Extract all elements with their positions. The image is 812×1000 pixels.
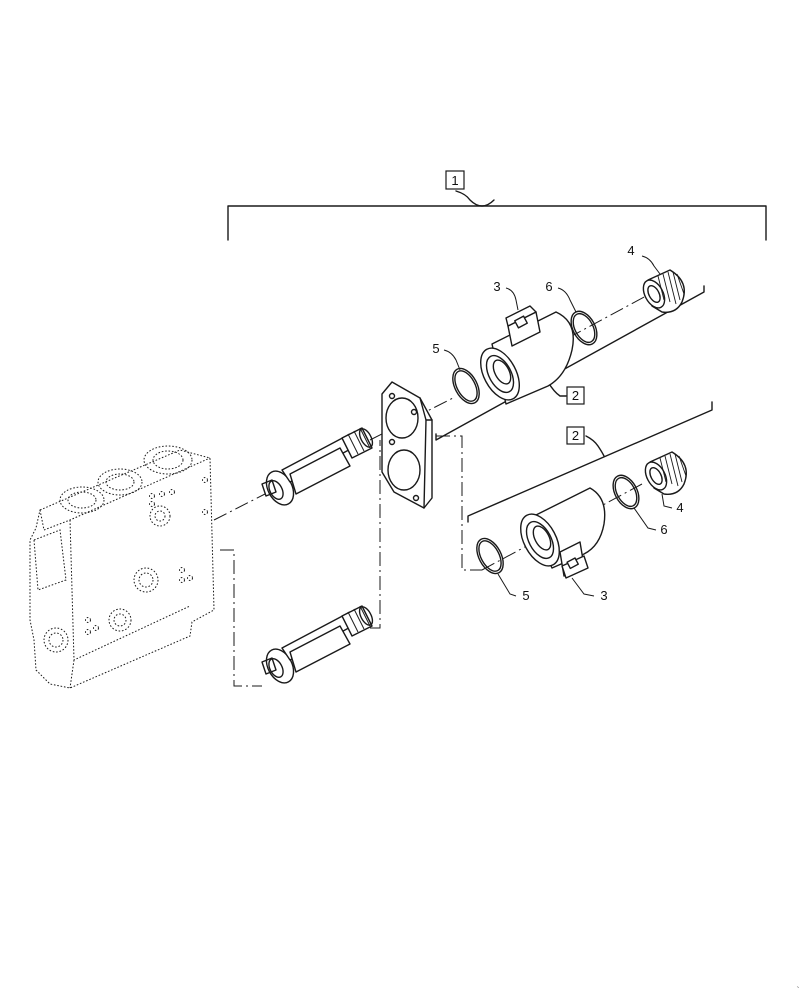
callout-2-lower-text: 2 — [572, 428, 579, 443]
leader-lines — [443, 255, 673, 597]
callout-1: 1 — [445, 170, 465, 190]
o-ring-5-upper — [452, 367, 480, 405]
valve-body-phantom — [29, 445, 215, 689]
o-ring-5-lower — [476, 537, 504, 575]
callout-6-upper: 6 — [545, 279, 552, 294]
assembly-bracket — [227, 190, 767, 241]
callout-4-upper: 4 — [627, 243, 634, 258]
callout-4-lower: 4 — [676, 500, 683, 515]
knurled-nut-lower — [644, 451, 687, 495]
callout-3-upper: 3 — [493, 279, 500, 294]
solenoid-coil-upper — [480, 305, 574, 405]
callout-2-upper-text: 2 — [572, 388, 579, 403]
callout-5-upper: 5 — [432, 341, 439, 356]
corner-mark: ` — [796, 985, 799, 997]
valve-stem-upper — [261, 427, 374, 506]
callout-labels: 4 3 6 5 4 6 5 3 — [432, 243, 683, 603]
callout-3-lower: 3 — [600, 588, 607, 603]
callout-2-lower: 2 — [566, 426, 585, 445]
knurled-nut-upper — [642, 269, 685, 313]
callout-5-lower: 5 — [522, 588, 529, 603]
callout-2-upper: 2 — [566, 386, 585, 405]
callout-6-lower: 6 — [660, 522, 667, 537]
callout-1-text: 1 — [451, 173, 458, 188]
gasket-plate — [381, 381, 433, 509]
sub-bracket-lower — [467, 401, 713, 523]
o-ring-6-lower — [612, 474, 640, 510]
valve-stem-lower — [261, 605, 374, 684]
solenoid-coil-lower — [520, 487, 606, 579]
